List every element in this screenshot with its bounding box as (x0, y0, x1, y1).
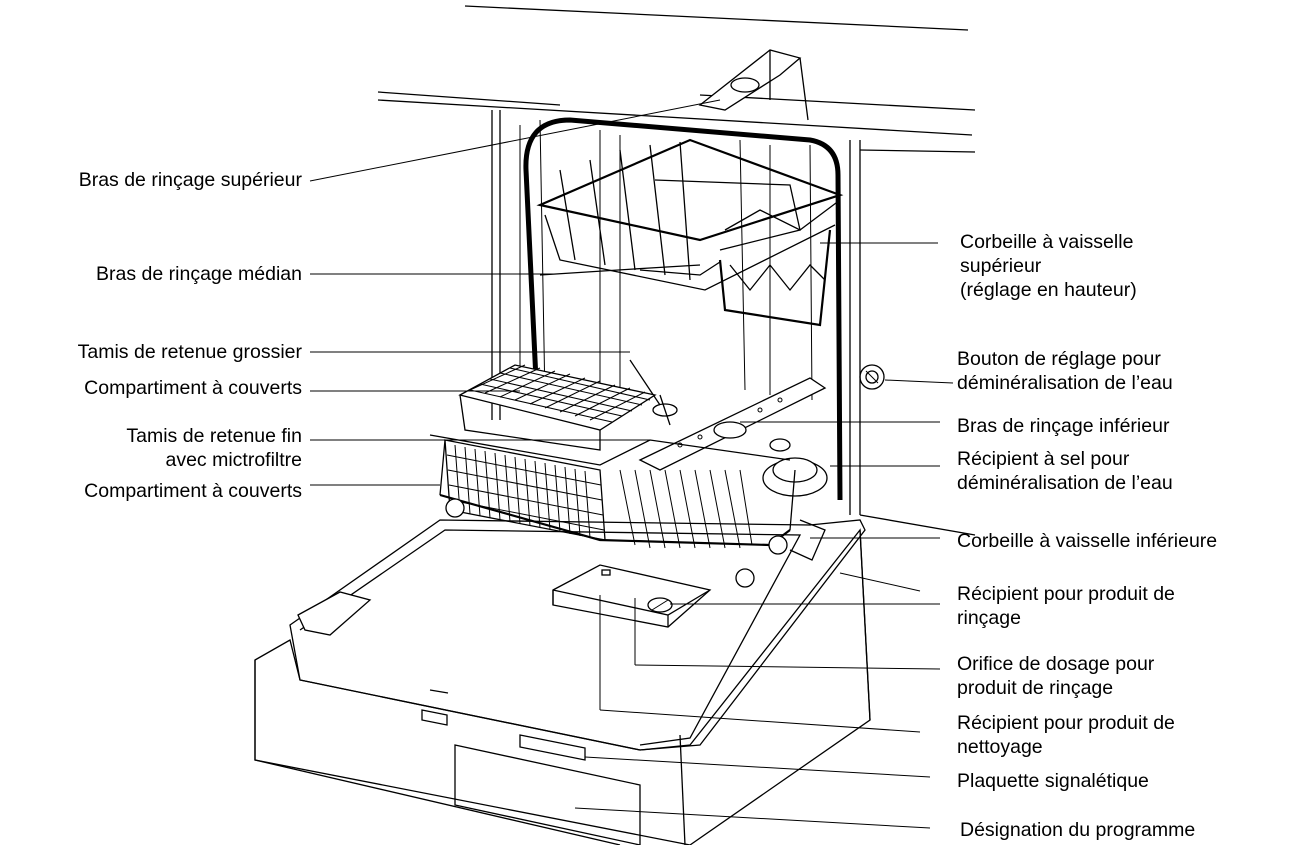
label-dosage-line1: Orifice de dosage pour (957, 653, 1155, 675)
label-detergent-line2: nettoyage (957, 736, 1043, 758)
label-detergent-line1: Récipient pour produit de (957, 712, 1175, 734)
label-coarse-filter: Tamis de retenue grossier (77, 341, 302, 363)
label-rating-plate: Plaquette signalétique (957, 770, 1149, 792)
label-rinse-aid-line1: Récipient pour produit de (957, 583, 1175, 605)
label-softener-knob-line2: déminéralisation de l’eau (957, 372, 1173, 394)
upper-spray-arm (698, 49, 809, 121)
cutlery-compartment (444, 364, 657, 541)
label-salt-container-line1: Récipient à sel pour (957, 448, 1130, 470)
upper-basket (536, 138, 844, 327)
label-middle-spray-arm: Bras de rinçage médian (96, 263, 302, 285)
label-softener-knob: Bouton de réglage pour déminéralisation … (957, 347, 1173, 395)
label-salt-container-line2: déminéralisation de l’eau (957, 472, 1173, 494)
lower-basket (429, 434, 796, 588)
leader-lines (309, 99, 954, 829)
label-lower-basket: Corbeille à vaisselle inférieure (957, 530, 1218, 552)
label-cutlery-compartment-1: Compartiment à couverts (84, 377, 302, 399)
label-fine-filter: Tamis de retenue fin avec mictrofiltre (126, 424, 302, 472)
label-upper-basket-line2: supérieur (960, 255, 1042, 277)
lower-spray-arm (638, 377, 827, 471)
softener-knob (859, 364, 885, 390)
countertop (377, 5, 976, 153)
label-fine-filter-line1: Tamis de retenue fin (126, 425, 302, 447)
label-upper-spray-arm: Bras de rinçage supérieur (78, 169, 302, 191)
label-rinse-aid-line2: rinçage (957, 607, 1021, 629)
dishwasher-door (254, 519, 871, 846)
middle-spray-arm (539, 264, 701, 276)
label-dosage-line2: produit de rinçage (957, 677, 1114, 699)
label-program-designation: Désignation du programme (960, 819, 1196, 841)
filter-assembly (629, 359, 678, 426)
label-fine-filter-line2: avec mictrofiltre (165, 449, 302, 471)
label-rinse-aid-container: Récipient pour produit de rinçage (957, 582, 1175, 630)
inner-tub (519, 117, 843, 501)
cabinet-frame (491, 110, 976, 536)
label-detergent-container: Récipient pour produit de nettoyage (957, 711, 1175, 759)
label-salt-container: Récipient à sel pour déminéralisation de… (957, 447, 1173, 495)
salt-container (762, 438, 828, 497)
door-details (421, 519, 826, 846)
label-cutlery-compartment-2: Compartiment à couverts (84, 480, 302, 502)
label-softener-knob-line1: Bouton de réglage pour (957, 348, 1161, 370)
label-upper-basket: Corbeille à vaisselle supérieur (réglage… (960, 230, 1137, 302)
detergent-dispenser (552, 564, 712, 628)
label-upper-basket-line3: (réglage en hauteur) (960, 279, 1137, 301)
label-dosage-opening: Orifice de dosage pour produit de rinçag… (957, 652, 1154, 700)
label-upper-basket-line1: Corbeille à vaisselle (960, 231, 1134, 253)
label-lower-spray-arm: Bras de rinçage inférieur (957, 415, 1170, 437)
